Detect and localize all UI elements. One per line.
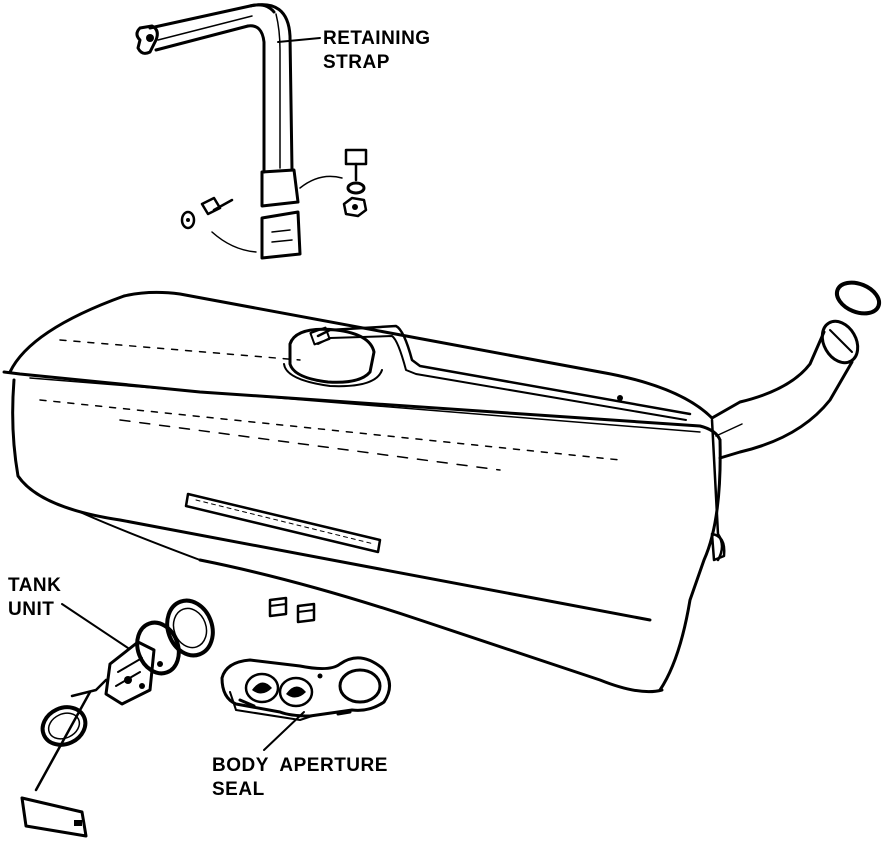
filler-neck (710, 319, 860, 460)
screw-and-washer (180, 196, 257, 253)
body-aperture-seal (220, 656, 391, 721)
tank-unit-label: TANK UNIT (8, 575, 62, 620)
retaining-strap (135, 3, 300, 208)
filler-seal-ring (834, 280, 882, 316)
clamp-pad (260, 210, 302, 260)
retaining-strap-label: RETAINING STRAP (323, 28, 431, 73)
tank-unit-leader (61, 603, 129, 649)
tank-outlets (268, 596, 316, 624)
tank-unit (20, 598, 215, 838)
bolt-washer-nut (299, 148, 368, 218)
body-aperture-seal-label: BODY APERTURE SEAL (212, 755, 388, 800)
body-aperture-seal-leader (263, 711, 305, 751)
fuel-tank (2, 290, 726, 694)
retaining-strap-leader (277, 37, 321, 43)
